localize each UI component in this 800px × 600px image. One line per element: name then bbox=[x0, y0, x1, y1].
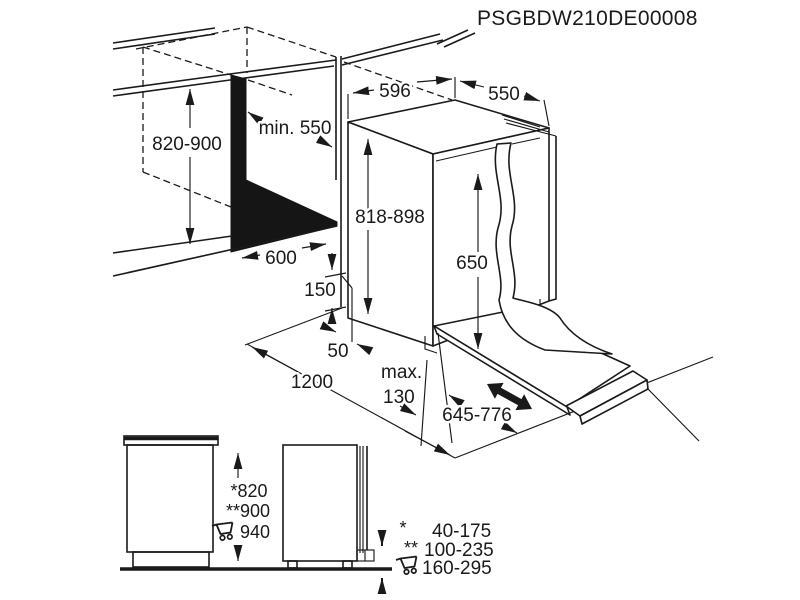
worktop-back-edge-2 bbox=[112, 33, 216, 50]
worktop-front-edge-right bbox=[341, 33, 441, 60]
appliance-left-face bbox=[347, 121, 434, 347]
cabinet-body bbox=[126, 444, 214, 553]
worktop-back-edge bbox=[112, 27, 216, 44]
worktop-front-edge bbox=[112, 59, 337, 91]
dimension-niche-height: 820-900 bbox=[150, 89, 224, 244]
niche-top-right-depth-edge bbox=[246, 26, 337, 58]
legend-value-cart: 160-295 bbox=[422, 558, 492, 579]
dimension-niche-width: 600 bbox=[241, 242, 327, 272]
front-clearance-label: 1200 bbox=[291, 372, 333, 393]
dimension-door-height: 650 bbox=[454, 174, 490, 349]
door-panel-break-sheet bbox=[494, 142, 613, 355]
sliding-panel-front bbox=[433, 325, 571, 416]
door-panel-right-edge bbox=[548, 136, 557, 302]
dimension-niche-depth: min. 550 bbox=[247, 111, 334, 148]
side-view-appliance bbox=[282, 444, 387, 594]
max-gap-word: max. bbox=[381, 362, 422, 383]
dimension-appliance-height: 818-898 bbox=[353, 139, 427, 314]
worktop-front-edge-right-2 bbox=[341, 39, 444, 66]
niche-side-hidden-edge bbox=[247, 79, 293, 96]
countertop-niche-view bbox=[112, 26, 476, 307]
legend-symbol-double-star: ** bbox=[404, 538, 418, 558]
legend-symbol-star: * bbox=[399, 518, 406, 538]
appliance-isometric bbox=[347, 99, 557, 354]
legend-value-star: 40-175 bbox=[432, 521, 491, 542]
niche-bottom-depth-edge bbox=[142, 171, 232, 208]
appliance-depth-label: 550 bbox=[488, 84, 520, 105]
cabinet-base-edge bbox=[112, 235, 233, 254]
niche-width-label: 600 bbox=[265, 248, 297, 269]
height-option-star: *820 bbox=[230, 481, 267, 501]
floor-back-edge bbox=[244, 307, 343, 346]
sliding-panel bbox=[433, 142, 649, 425]
front-gap-label: 50 bbox=[327, 341, 348, 362]
niche-height-label: 820-900 bbox=[152, 134, 222, 155]
plinth-step-left bbox=[424, 336, 438, 354]
cabinet-plinth bbox=[132, 551, 210, 568]
dimension-plinth-height: 150 bbox=[302, 253, 353, 342]
door-panel-top-edges bbox=[501, 114, 557, 137]
appliance-height-label: 818-898 bbox=[355, 207, 425, 228]
height-option-double-star: **900 bbox=[226, 501, 270, 521]
height-option-cart: 940 bbox=[240, 522, 270, 542]
niche-top-left-depth-edge bbox=[142, 46, 232, 76]
dimension-front-gap: 50 bbox=[319, 321, 374, 365]
panel-range-label: 645-776 bbox=[442, 405, 512, 426]
legend: * 40-175 ** 100-235 160-295 bbox=[395, 516, 496, 582]
legend-value-double-star: 100-235 bbox=[424, 540, 494, 561]
dimension-appliance-width: 596 bbox=[347, 75, 456, 119]
dimension-appliance-depth: 550 bbox=[459, 80, 550, 127]
max-gap-value: 130 bbox=[383, 387, 415, 408]
cabinet-base-edge-2 bbox=[112, 225, 338, 277]
plinth-height-label: 150 bbox=[304, 280, 336, 301]
slide-direction-arrow-icon bbox=[487, 382, 532, 411]
shopping-cart-icon bbox=[395, 555, 418, 575]
shopping-cart-icon bbox=[211, 521, 234, 541]
door-height-label: 650 bbox=[456, 253, 488, 274]
side-view-cabinet: *820 **900 940 bbox=[123, 435, 273, 568]
niche-depth-label: min. 550 bbox=[259, 118, 332, 139]
appliance-side-body bbox=[282, 444, 358, 562]
door-panel-top-line bbox=[435, 137, 541, 162]
dimensions: 820-900 min. 550 600 596 550 bbox=[150, 75, 700, 456]
dimension-max-gap: max. 130 bbox=[379, 360, 465, 447]
niche-side-panel-edge bbox=[335, 56, 342, 307]
adjustable-foot bbox=[287, 560, 298, 569]
dimension-front-clearance: 1200 bbox=[251, 346, 451, 456]
break-mark bbox=[436, 29, 476, 48]
model-number-title: PSGBDW210DE00008 bbox=[477, 7, 698, 30]
worktop-front-edge-2 bbox=[112, 65, 335, 97]
appliance-width-label: 596 bbox=[379, 81, 411, 102]
dimension-panel-range: 645-776 bbox=[437, 332, 700, 444]
projection-line-to-appliance bbox=[343, 61, 453, 101]
adjustable-foot bbox=[342, 560, 353, 569]
niche-opening-panel bbox=[230, 74, 338, 253]
